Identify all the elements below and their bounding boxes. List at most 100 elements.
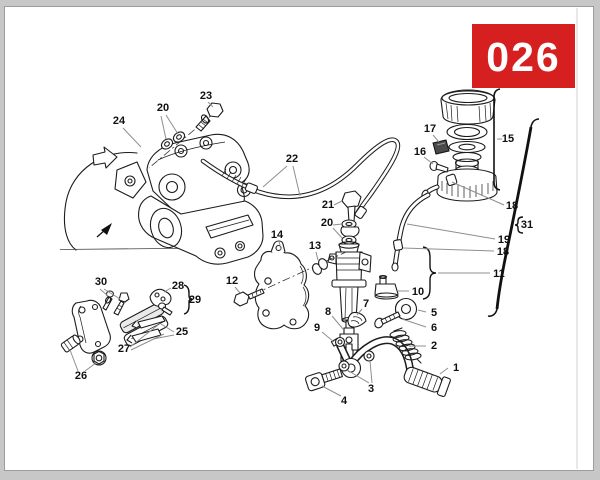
roller-screw — [374, 311, 401, 329]
callout-leader-line — [292, 165, 301, 197]
callout-leader-line — [207, 101, 214, 108]
long-reference-rod — [487, 118, 540, 317]
brake-hose — [200, 137, 401, 219]
callout-leader-line — [130, 333, 165, 351]
part-label-8: 8 — [325, 306, 331, 318]
callout-leader-line — [369, 360, 373, 384]
callout-leader-line — [332, 223, 343, 226]
part-label-20: 20 — [321, 217, 333, 229]
protection-plate — [254, 240, 310, 330]
part-label-5: 5 — [431, 307, 437, 319]
callout-leader-line — [99, 288, 109, 297]
part-label-24: 24 — [113, 115, 126, 127]
dust-boot — [374, 274, 399, 300]
pushrod-locknut — [343, 327, 355, 335]
callout-leader-line — [152, 334, 175, 340]
pedal-pivot-bolt — [304, 368, 343, 392]
callout-leader-line — [84, 362, 97, 372]
callout-leader-line — [315, 251, 319, 261]
part-label-12: 12 — [226, 275, 238, 287]
pedal-bushings — [338, 350, 375, 372]
continuation-arrow-icon — [92, 146, 118, 169]
part-label-7: 7 — [363, 298, 369, 310]
plate-mounting-bolt — [233, 288, 265, 307]
reservoir-cap — [440, 89, 496, 125]
spacer-bushing — [311, 258, 329, 275]
part-label-31: 31 — [521, 219, 533, 231]
callout-leader-line — [321, 385, 342, 397]
pedal-return-spring — [389, 327, 422, 364]
part-label-14: 14 — [271, 229, 284, 241]
part-label-28: 28 — [172, 280, 184, 292]
callout-leader-line — [402, 247, 495, 252]
carrier-bushings — [60, 334, 107, 366]
callout-leader-line — [332, 227, 343, 239]
callout-leader-line — [160, 115, 167, 140]
callout-leader-line — [103, 288, 121, 300]
hose-clamp-lower — [392, 239, 404, 251]
callout-leader-line — [160, 323, 175, 333]
banjo-bolt-head — [206, 102, 224, 118]
callout-leader-line — [321, 331, 335, 343]
part-label-19: 19 — [498, 234, 510, 246]
reservoir-group-bracket — [493, 88, 501, 191]
rod-brace — [514, 216, 524, 234]
part-label-22: 22 — [286, 153, 298, 165]
callout-leader-line — [451, 181, 505, 206]
callout-leader-line — [417, 309, 427, 313]
master-cylinder-brace — [422, 246, 437, 300]
callout-leader-line — [122, 127, 142, 148]
hose-spring-guard — [221, 168, 247, 187]
part-label-3: 3 — [368, 383, 374, 395]
caliper-banjo-bolt — [148, 102, 224, 169]
callout-leader-line — [356, 308, 363, 316]
badge-number: 026 — [486, 34, 560, 80]
part-label-17: 17 — [424, 123, 436, 135]
callout-labels: 1234567891011121314151617181918202120222… — [69, 90, 533, 407]
part-label-27: 27 — [118, 343, 130, 355]
callout-leader-line — [346, 369, 370, 384]
part-label-23: 23 — [200, 90, 212, 102]
part-label-29: 29 — [189, 294, 201, 306]
part-number-badge: 026 — [472, 24, 575, 88]
part-label-10: 10 — [412, 286, 424, 298]
part-label-18: 18 — [506, 200, 518, 212]
part-label-1: 1 — [453, 362, 459, 374]
callout-leader-line — [163, 287, 172, 293]
brake-pedal — [334, 336, 451, 397]
part-label-30: 30 — [95, 276, 107, 288]
reservoir-bellows — [452, 151, 482, 163]
part-label-18: 18 — [497, 246, 509, 258]
part-label-2: 2 — [431, 340, 437, 352]
callout-leader-line — [432, 134, 440, 143]
part-label-25: 25 — [176, 326, 188, 338]
callout-leader-line — [234, 286, 241, 294]
part-label-26: 26 — [75, 370, 87, 382]
reservoir-nut — [432, 139, 450, 155]
part-label-21: 21 — [322, 199, 334, 211]
callout-leader-line — [69, 349, 79, 372]
callout-leader-line — [333, 200, 343, 206]
callout-leader-line — [439, 367, 449, 375]
callout-leader-line — [278, 240, 282, 251]
part-label-6: 6 — [431, 322, 437, 334]
callout-leader-line — [262, 165, 288, 188]
callout-leader-line — [165, 114, 179, 135]
callout-leader-line — [129, 324, 159, 348]
part-label-15: 15 — [502, 133, 514, 145]
part-label-13: 13 — [309, 240, 321, 252]
pedal-roller — [394, 297, 418, 321]
callout-leader-line — [401, 318, 427, 328]
pointer-arrow-icon — [96, 223, 112, 238]
callout-leader-line — [331, 315, 344, 330]
part-label-9: 9 — [314, 322, 320, 334]
brake-caliper — [114, 133, 264, 265]
pedal-footpeg — [403, 366, 451, 397]
pad-screws — [102, 290, 130, 316]
part-label-11: 11 — [493, 268, 505, 280]
part-label-4: 4 — [341, 395, 348, 407]
reservoir-hose — [391, 192, 431, 272]
badge-background — [472, 24, 575, 88]
